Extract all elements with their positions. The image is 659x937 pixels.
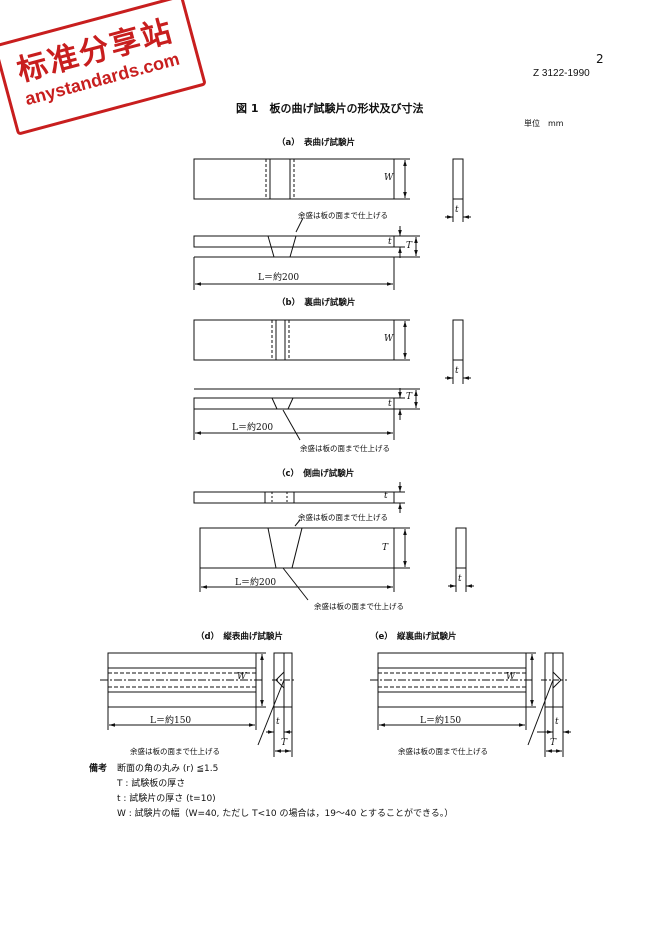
- fig-a-side-view: [193, 217, 420, 290]
- b-t-end-label: t: [455, 366, 459, 376]
- c-reinforcement-note-top: 余盛は板の面まで仕上げる: [298, 513, 388, 522]
- d-length-label: L＝約150: [150, 716, 192, 726]
- note-item: 断面の角の丸み (r) ≦1.5: [117, 764, 219, 774]
- fig-d-end-view: [257, 652, 296, 757]
- c-t-label: t: [384, 491, 388, 501]
- caption-e: （e） 縦裏曲げ試験片: [370, 632, 457, 642]
- b-t-label: t: [388, 399, 392, 409]
- a-length-label: L＝約200: [258, 273, 300, 283]
- notes-row: 備考 断面の角の丸み (r) ≦1.5: [89, 762, 453, 777]
- fig-d-plan-view: [100, 652, 266, 730]
- a-reinforcement-note: 余盛は板の面まで仕上げる: [298, 211, 388, 220]
- fig-c-end-view: [448, 527, 474, 592]
- page-number: 2: [596, 52, 604, 66]
- d-t-label: t: [276, 717, 280, 727]
- b-T-label: T: [406, 392, 413, 402]
- c-t-end-label: t: [458, 574, 462, 584]
- e-W-label: W: [506, 672, 516, 682]
- note-item: t : 試験片の厚さ (t=10): [117, 794, 216, 804]
- caption-b: （b） 裏曲げ試験片: [277, 298, 356, 308]
- caption-c: （c） 側曲げ試験片: [277, 469, 355, 479]
- note-item: W : 試験片の幅（W=40, ただし T<10 の場合は，19～40 とするこ…: [117, 809, 454, 819]
- note-item: T : 試験板の厚さ: [117, 779, 186, 789]
- notes-row: T : 試験板の厚さ: [89, 777, 453, 792]
- fig-e-end-view: [527, 652, 571, 757]
- fig-c-side-view: [199, 519, 410, 601]
- b-length-label: L＝約200: [232, 423, 274, 433]
- a-W-label: W: [384, 173, 394, 183]
- fig-c-plan-view: [193, 482, 405, 513]
- c-T-label: T: [382, 543, 389, 553]
- standard-number: Z 3122-1990: [533, 68, 590, 79]
- unit-label: 単位 mm: [524, 119, 564, 128]
- c-reinforcement-note-bottom: 余盛は板の面まで仕上げる: [314, 602, 404, 611]
- notes-row: W : 試験片の幅（W=40, ただし T<10 の場合は，19～40 とするこ…: [89, 807, 453, 822]
- notes-row: t : 試験片の厚さ (t=10): [89, 792, 453, 807]
- d-W-label: W: [237, 672, 247, 682]
- e-T-label: T: [550, 738, 557, 748]
- fig-a-plan-view: [193, 158, 410, 200]
- figure-title: 図 1 板の曲げ試験片の形状及び寸法: [236, 102, 424, 115]
- caption-a: （a） 表曲げ試験片: [277, 138, 355, 148]
- a-t-label: t: [388, 237, 392, 247]
- e-length-label: L＝約150: [420, 716, 462, 726]
- fig-a-end-view: [445, 158, 471, 222]
- fig-b-side-view: [193, 388, 420, 441]
- c-length-label: L＝約200: [235, 578, 277, 588]
- notes-block: 備考 断面の角の丸み (r) ≦1.5 T : 試験板の厚さ t : 試験片の厚…: [89, 762, 453, 822]
- e-t-label: t: [555, 717, 559, 727]
- d-T-label: T: [281, 738, 288, 748]
- a-T-label: T: [406, 241, 413, 251]
- fig-b-plan-view: [193, 319, 410, 361]
- b-reinforcement-note: 余盛は板の面まで仕上げる: [300, 444, 390, 453]
- b-W-label: W: [384, 334, 394, 344]
- fig-e-plan-view: [370, 652, 536, 730]
- notes-heading: 備考: [89, 764, 108, 774]
- d-reinforcement-note: 余盛は板の面まで仕上げる: [130, 747, 220, 756]
- a-t-end-label: t: [455, 205, 459, 215]
- fig-b-end-view: [445, 319, 471, 384]
- e-reinforcement-note: 余盛は板の面まで仕上げる: [398, 747, 488, 756]
- caption-d: （d） 縦表曲げ試験片: [196, 632, 283, 642]
